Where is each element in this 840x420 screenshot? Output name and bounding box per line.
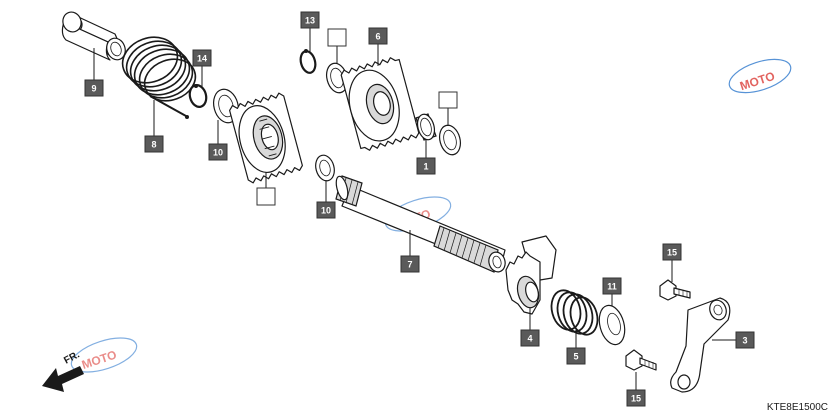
callout-14: 14 [192,49,212,67]
svg-text:13: 13 [305,16,315,26]
svg-text:10: 10 [321,206,331,216]
svg-text:10: 10 [213,148,223,158]
svg-text:11: 11 [607,282,617,292]
part-5-ratchet-spring [550,289,599,336]
kick-drive-gear [229,92,303,184]
svg-text:1: 1 [423,162,428,172]
washer-right-unlabeled [438,124,462,156]
svg-text:3: 3 [742,336,747,346]
callout-9: 9 [84,79,104,97]
svg-text:5: 5 [573,352,578,362]
callout-empty-3 [438,91,458,109]
part-15-bolt-lower [625,349,657,371]
part-1-bushing [415,113,437,141]
svg-text:15: 15 [667,248,677,258]
part-3-kick-lever [670,297,731,393]
svg-text:9: 9 [91,84,96,94]
part-8-spring [121,36,197,119]
callout-6: 6 [368,27,388,45]
svg-text:15: 15 [631,394,641,404]
callout-10-lower: 10 [316,201,336,219]
part-10-washer-lower [315,154,335,182]
svg-text:14: 14 [197,54,207,64]
callout-7: 7 [400,255,420,273]
callout-empty-1 [327,28,347,47]
svg-text:4: 4 [527,334,532,344]
watermark-text: MOTO [738,69,776,93]
callout-15-lower: 15 [626,389,646,407]
part-13-circlip [299,49,317,74]
callout-1: 1 [416,157,436,175]
callout-5: 5 [566,347,586,365]
callout-10-upper: 10 [208,143,228,161]
callout-3: 3 [735,331,755,349]
part-14-circlip [188,84,208,108]
part-11-washer [598,304,626,346]
leader-lines [93,28,736,390]
callout-empty-2 [256,187,276,206]
callout-13: 13 [300,11,320,29]
svg-text:7: 7 [407,260,412,270]
part-9-collar [61,11,126,61]
part-6-idle-gear [340,57,420,151]
diagram-code: KTE8E1500C [766,402,828,413]
watermark-text: MOTO [80,348,118,372]
svg-text:6: 6 [375,32,380,42]
callout-4: 4 [520,329,540,347]
watermark-top-right: MOTO [728,58,792,93]
part-15-bolt-upper [659,279,691,301]
part-7-spindle [335,175,506,273]
callout-11: 11 [602,277,622,295]
front-direction-arrow-icon: FR. [42,349,84,392]
callout-15-upper: 15 [662,243,682,261]
svg-text:8: 8 [151,140,156,150]
part-4-ratchet [505,235,557,315]
callout-8: 8 [144,135,164,153]
